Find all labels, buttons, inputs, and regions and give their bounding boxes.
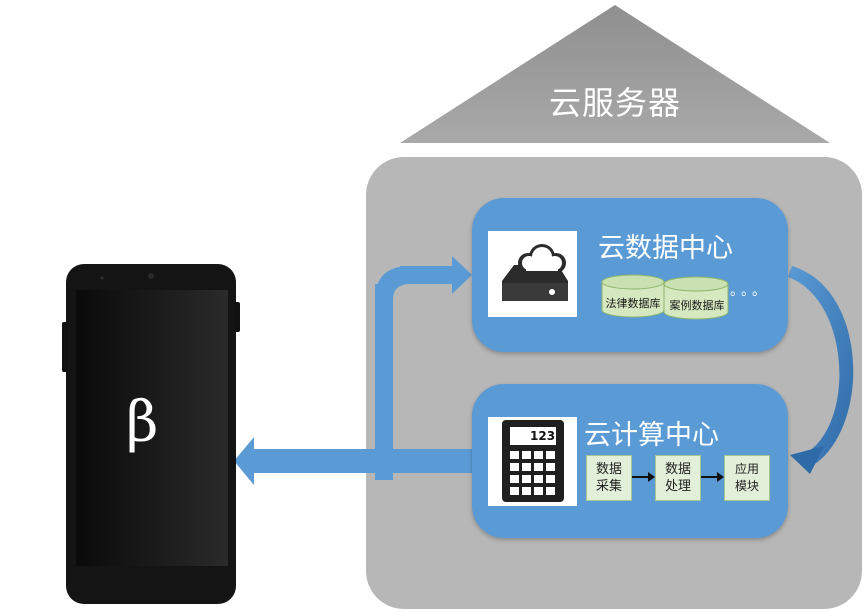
camera-icon — [148, 273, 154, 279]
curved-arrow — [788, 266, 854, 466]
connection-arrows — [234, 256, 472, 485]
calculator-display-text: 123 — [530, 429, 556, 443]
step-data-collection: 数据采集 — [586, 455, 632, 501]
cloud-data-center: 云数据中心 法律数据库 案例数据库 。。。 — [472, 198, 788, 352]
screen-symbol: β — [126, 390, 159, 455]
data-center-title: 云数据中心 — [598, 233, 733, 264]
database-cylinders — [601, 274, 729, 320]
calculator-icon: 123 — [488, 417, 577, 506]
law-database-label: 法律数据库 — [605, 297, 661, 310]
smartphone: β — [62, 262, 240, 606]
step-2-line1: 数据 — [664, 462, 691, 477]
step-2-line2: 处理 — [664, 479, 691, 494]
step-3-line2: 模块 — [734, 479, 759, 493]
cloud-compute-center: 云计算中心 123 数据采集 数据处理 应用模块 — [472, 384, 788, 538]
compute-center-title: 云计算中心 — [584, 420, 719, 451]
to-data-center-bar — [400, 266, 454, 284]
step-1-line1: 数据 — [595, 462, 622, 477]
cloud-storage-icon — [488, 231, 577, 317]
step-application-module: 应用模块 — [724, 455, 770, 501]
cloud-server-title: 云服务器 — [548, 84, 681, 122]
law-database-icon — [601, 274, 665, 318]
case-database-label: 案例数据库 — [669, 299, 725, 312]
to-data-center-arrowhead — [452, 256, 472, 294]
roof-triangle — [400, 5, 830, 143]
step-1-line2: 采集 — [595, 479, 622, 494]
step-data-processing: 数据处理 — [655, 455, 701, 501]
more-ellipsis: 。。。 — [730, 283, 770, 299]
curved-arrowhead — [790, 446, 824, 474]
step-arrows — [632, 472, 724, 482]
case-database-icon — [663, 276, 729, 320]
to-phone-arrowhead — [234, 437, 254, 485]
to-phone-bar — [252, 449, 472, 473]
vertical-connector — [375, 284, 393, 480]
step-3-line1: 应用 — [734, 462, 759, 476]
